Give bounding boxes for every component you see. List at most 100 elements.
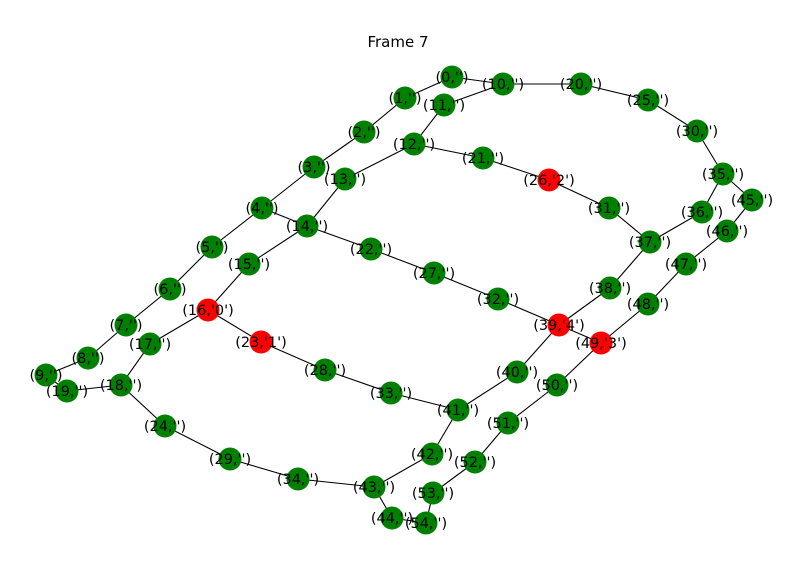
node-label-7: (7,'') [109, 318, 142, 334]
node-24 [153, 414, 177, 438]
node-38 [598, 276, 622, 300]
node-label-45: (45,'') [731, 193, 773, 209]
node-label-54: (54,'') [405, 516, 447, 532]
node-label-37: (37,'') [629, 235, 671, 251]
node-label-20: (20,'') [560, 77, 602, 93]
node-44 [380, 506, 404, 530]
node-11 [432, 93, 456, 117]
labels-layer: (0,'')(1,'')(2,'')(3,'')(4,'')(5,'')(6,'… [29, 70, 773, 532]
node-label-32: (32,'') [477, 292, 519, 308]
node-label-34: (34,'') [277, 472, 319, 488]
node-49 [589, 331, 613, 355]
edge-12-21 [413, 143, 484, 159]
node-48 [636, 292, 660, 316]
node-label-0: (0,'') [435, 70, 468, 86]
node-label-11: (11,'') [423, 98, 465, 114]
node-label-9: (9,'') [29, 368, 62, 384]
node-47 [674, 252, 698, 276]
node-36 [690, 200, 714, 224]
node-29 [218, 447, 242, 471]
node-label-6: (6,'') [153, 282, 186, 298]
node-label-36: (36,'') [681, 205, 723, 221]
node-8 [76, 346, 100, 370]
node-label-23: (23,'1') [235, 335, 287, 351]
node-label-21: (21,'') [462, 151, 504, 167]
node-54 [414, 511, 438, 535]
node-20 [569, 72, 593, 96]
node-label-53: (53,'') [412, 486, 454, 502]
node-2 [352, 120, 376, 144]
node-label-39: (39,'4') [533, 318, 585, 334]
node-label-24: (24,'') [144, 419, 186, 435]
edge-33-41 [390, 392, 459, 411]
node-label-38: (38,'') [589, 281, 631, 297]
nodes-layer [34, 65, 764, 535]
node-41 [446, 398, 470, 422]
node-label-14: (14,'') [286, 219, 328, 235]
node-35 [711, 162, 735, 186]
node-0 [440, 65, 464, 89]
node-label-22: (22,'') [350, 242, 392, 258]
node-9 [34, 363, 58, 387]
node-30 [685, 119, 709, 143]
node-1 [393, 86, 417, 110]
node-label-35: (35,'') [702, 167, 744, 183]
node-4 [250, 196, 274, 220]
node-label-2: (2,'') [347, 125, 380, 141]
node-label-40: (40,'') [496, 365, 538, 381]
node-50 [545, 373, 569, 397]
edge-29-34 [229, 458, 299, 480]
edge-15-14 [248, 225, 308, 265]
node-label-50: (50,'') [536, 378, 578, 394]
node-label-46: (46,'') [706, 224, 748, 240]
node-label-16: (16,'0') [182, 303, 234, 319]
node-label-41: (41,'') [437, 403, 479, 419]
edge-41-40 [457, 371, 518, 411]
node-3 [302, 155, 326, 179]
node-label-10: (10,'') [482, 77, 524, 93]
node-16 [196, 298, 220, 322]
node-46 [715, 219, 739, 243]
node-label-48: (48,'') [627, 297, 669, 313]
edge-13-12 [344, 143, 415, 180]
node-22 [359, 237, 383, 261]
node-13 [333, 167, 357, 191]
node-label-43: (43,'') [353, 480, 395, 496]
edge-28-33 [324, 369, 392, 394]
node-18 [109, 373, 133, 397]
node-26 [537, 168, 561, 192]
node-39 [547, 313, 571, 337]
node-label-42: (42,'') [411, 447, 453, 463]
edge-21-26 [482, 157, 550, 181]
node-51 [496, 411, 520, 435]
node-10 [491, 72, 515, 96]
node-label-52: (52,'') [454, 455, 496, 471]
node-label-27: (27,'') [413, 266, 455, 282]
edge-27-32 [433, 272, 499, 300]
node-label-26: (26,'2') [523, 173, 575, 189]
node-label-1: (1,'') [388, 91, 421, 107]
node-6 [158, 277, 182, 301]
edge-24-29 [164, 425, 231, 460]
node-label-44: (44,'') [371, 511, 413, 527]
node-33 [379, 381, 403, 405]
node-label-30: (30,'') [676, 124, 718, 140]
node-43 [362, 475, 386, 499]
node-28 [313, 358, 337, 382]
node-label-13: (13,'') [324, 172, 366, 188]
node-label-12: (12,'') [393, 137, 435, 153]
node-37 [638, 230, 662, 254]
node-52 [463, 450, 487, 474]
node-40 [505, 360, 529, 384]
node-53 [421, 481, 445, 505]
node-5 [200, 235, 224, 259]
node-label-17: (17,'') [129, 337, 171, 353]
node-14 [295, 214, 319, 238]
node-label-5: (5,'') [195, 240, 228, 256]
node-label-15: (15,'') [228, 257, 270, 273]
node-label-3: (3,'') [297, 160, 330, 176]
node-15 [237, 252, 261, 276]
node-27 [422, 261, 446, 285]
